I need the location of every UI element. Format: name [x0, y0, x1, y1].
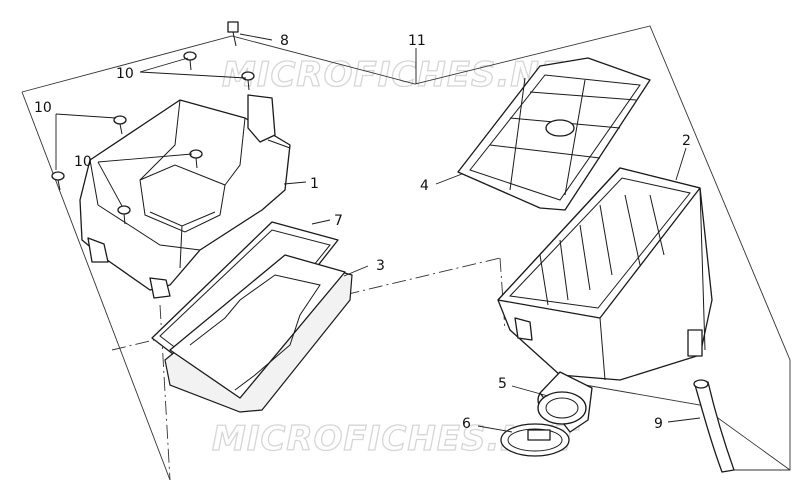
screw-10-f: [117, 205, 131, 225]
callout-10-top: 10: [116, 66, 134, 82]
callout-4: 4: [420, 178, 429, 194]
filter-grille: [457, 57, 651, 211]
breather-tube: [693, 379, 735, 473]
callout-10-mid: 10: [74, 154, 92, 170]
screw-10-e: [51, 171, 65, 191]
callout-1: 1: [310, 176, 319, 192]
air-filter: [164, 254, 353, 413]
callout-6: 6: [462, 416, 471, 432]
callout-3: 3: [376, 258, 385, 274]
callout-11: 11: [408, 33, 426, 49]
screw-10-a: [183, 51, 197, 71]
leader-lines: [55, 33, 701, 433]
screw-8: [227, 21, 239, 47]
intake-duct: [537, 371, 593, 433]
callout-2: 2: [682, 133, 691, 149]
callout-8: 8: [280, 33, 289, 49]
callout-10-left: 10: [34, 100, 52, 116]
screw-10-c: [113, 115, 127, 135]
callout-5: 5: [498, 376, 507, 392]
callout-9: 9: [654, 416, 663, 432]
air-box-body: [497, 167, 713, 381]
callout-7: 7: [334, 213, 343, 229]
hose-clamp: [500, 423, 570, 457]
air-box-cover: [79, 94, 291, 299]
callout-labels: 8 10 10 10 11 1 7 3 4 2 5 6 9: [34, 33, 691, 432]
